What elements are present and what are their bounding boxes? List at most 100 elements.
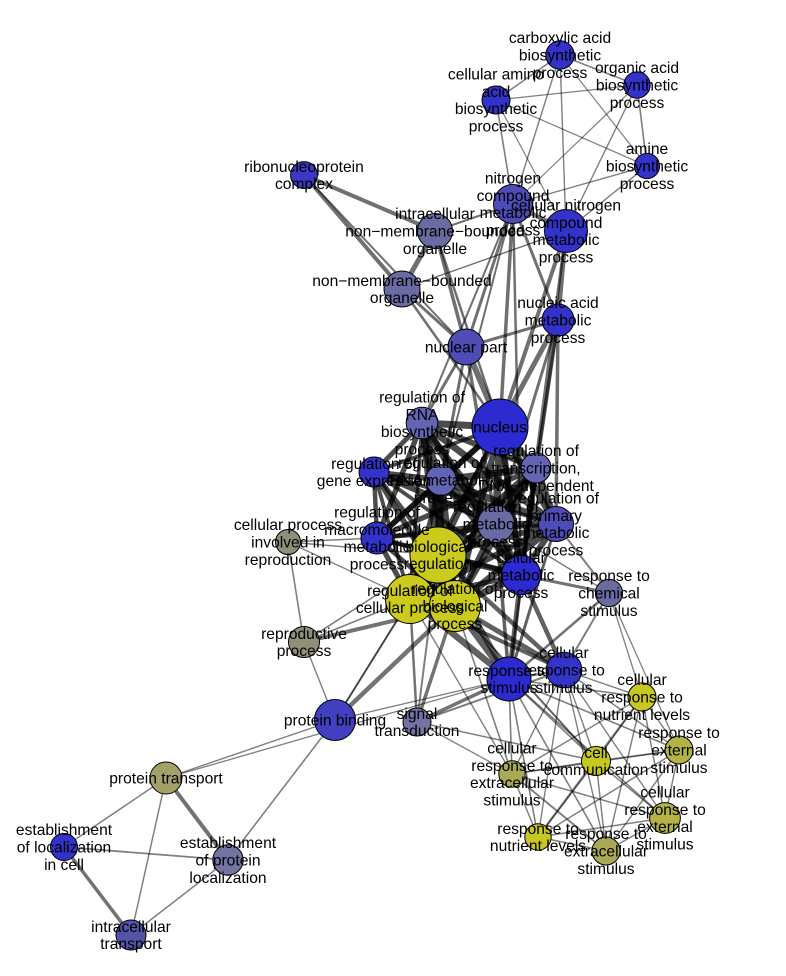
- svg-text:regulation of: regulation of: [513, 490, 599, 507]
- svg-text:stimulus: stimulus: [650, 760, 707, 777]
- svg-text:extracellular: extracellular: [564, 844, 648, 861]
- svg-text:response to: response to: [468, 663, 550, 680]
- svg-text:metabolic: metabolic: [344, 539, 411, 556]
- svg-text:regulation of: regulation of: [453, 499, 539, 516]
- svg-text:regulation of: regulation of: [398, 455, 484, 472]
- svg-text:cellular amino: cellular amino: [448, 66, 545, 83]
- svg-text:cellular: cellular: [640, 784, 689, 801]
- svg-text:extracellular: extracellular: [470, 775, 554, 792]
- svg-text:acid: acid: [482, 84, 511, 101]
- svg-text:RNA: RNA: [406, 407, 440, 424]
- svg-text:process: process: [494, 585, 549, 602]
- svg-text:nutrient levels: nutrient levels: [490, 838, 586, 855]
- svg-text:stimulus: stimulus: [483, 793, 540, 810]
- svg-text:process: process: [350, 557, 405, 574]
- svg-text:localization: localization: [189, 870, 266, 887]
- svg-text:transduction: transduction: [375, 723, 460, 740]
- svg-text:reproductive: reproductive: [261, 626, 347, 643]
- svg-text:biosynthetic: biosynthetic: [596, 78, 679, 95]
- svg-text:intracellular: intracellular: [91, 919, 171, 936]
- svg-text:biological: biological: [422, 599, 487, 616]
- svg-text:process: process: [620, 176, 675, 193]
- svg-text:cellular: cellular: [487, 740, 536, 757]
- svg-text:compound: compound: [530, 215, 603, 232]
- svg-text:process: process: [486, 223, 541, 240]
- svg-text:organelle: organelle: [403, 241, 467, 258]
- svg-text:metabolic: metabolic: [480, 205, 547, 222]
- svg-text:organic acid: organic acid: [595, 60, 679, 77]
- svg-text:biosynthetic: biosynthetic: [606, 159, 689, 176]
- svg-text:metabolic: metabolic: [488, 568, 555, 585]
- svg-text:chemical: chemical: [578, 586, 640, 603]
- svg-text:regulation of: regulation of: [493, 443, 579, 460]
- svg-text:stimulus: stimulus: [535, 680, 592, 697]
- svg-text:of localization: of localization: [17, 840, 111, 857]
- svg-text:process: process: [277, 643, 332, 660]
- svg-text:cellular nitrogen: cellular nitrogen: [511, 197, 621, 214]
- svg-text:metabolic: metabolic: [463, 517, 530, 534]
- svg-text:complex: complex: [275, 176, 333, 193]
- svg-text:protein binding: protein binding: [284, 713, 386, 730]
- svg-text:transport: transport: [100, 936, 162, 953]
- svg-text:amine: amine: [626, 141, 668, 158]
- svg-text:process: process: [469, 534, 524, 551]
- svg-text:response to: response to: [568, 568, 650, 585]
- svg-text:gene expression: gene expression: [317, 473, 431, 490]
- svg-text:response to: response to: [471, 758, 553, 775]
- svg-text:stimulus: stimulus: [580, 603, 637, 620]
- svg-text:response to: response to: [497, 821, 579, 838]
- svg-text:nucleus: nucleus: [473, 420, 527, 437]
- svg-text:response to: response to: [624, 802, 706, 819]
- svg-text:regulation of: regulation of: [379, 389, 465, 406]
- svg-text:cellular process: cellular process: [356, 600, 465, 617]
- svg-text:response to: response to: [638, 725, 720, 742]
- svg-text:biological: biological: [405, 539, 470, 556]
- svg-text:process: process: [531, 330, 586, 347]
- svg-text:stimulus: stimulus: [636, 837, 693, 854]
- svg-text:regulation of: regulation of: [367, 583, 453, 600]
- svg-text:external: external: [651, 743, 706, 760]
- svg-text:non−membrane−bounded: non−membrane−bounded: [312, 273, 491, 290]
- svg-text:metabolic: metabolic: [525, 313, 592, 330]
- svg-text:ribonucleoprotein: ribonucleoprotein: [244, 159, 364, 176]
- svg-text:process: process: [414, 490, 469, 507]
- svg-text:regulation of: regulation of: [412, 581, 498, 598]
- svg-text:transcription,: transcription,: [491, 461, 580, 478]
- svg-text:cellular process: cellular process: [234, 517, 343, 534]
- svg-text:non−membrane−bounded: non−membrane−bounded: [345, 224, 524, 241]
- svg-text:response to: response to: [601, 690, 683, 707]
- svg-text:process: process: [539, 250, 594, 267]
- svg-text:biosynthetic: biosynthetic: [455, 101, 538, 118]
- svg-text:process: process: [428, 616, 483, 633]
- svg-text:DNA−dependent: DNA−dependent: [478, 478, 594, 495]
- svg-text:involved in: involved in: [251, 535, 325, 552]
- svg-text:intracellular: intracellular: [395, 206, 475, 223]
- svg-text:primary: primary: [530, 508, 582, 525]
- svg-text:process: process: [533, 65, 588, 82]
- svg-text:of protein: of protein: [195, 853, 260, 870]
- svg-text:communication: communication: [544, 762, 649, 779]
- svg-text:regulation of: regulation of: [334, 504, 420, 521]
- svg-text:cellular: cellular: [496, 550, 545, 567]
- svg-text:process: process: [529, 543, 584, 560]
- svg-text:stimulus: stimulus: [577, 861, 634, 878]
- svg-text:stimulus: stimulus: [480, 680, 537, 697]
- svg-text:protein transport: protein transport: [109, 771, 223, 788]
- svg-text:nuclear part: nuclear part: [425, 340, 508, 357]
- svg-text:RNA metabolic: RNA metabolic: [389, 473, 492, 490]
- svg-text:external: external: [637, 819, 692, 836]
- svg-text:process: process: [469, 119, 524, 136]
- svg-text:regulation: regulation: [404, 556, 473, 573]
- svg-text:response to: response to: [523, 663, 605, 680]
- svg-text:reproduction: reproduction: [245, 552, 332, 569]
- svg-text:biosynthetic: biosynthetic: [519, 48, 602, 65]
- svg-text:metabolic: metabolic: [523, 525, 590, 542]
- svg-text:process: process: [610, 95, 665, 112]
- svg-text:organelle: organelle: [370, 290, 434, 307]
- svg-text:cell: cell: [584, 745, 607, 762]
- svg-text:establishment: establishment: [16, 822, 113, 839]
- svg-text:regulation of: regulation of: [331, 456, 417, 473]
- svg-text:carboxylic acid: carboxylic acid: [509, 30, 611, 47]
- svg-text:establishment: establishment: [180, 835, 277, 852]
- svg-text:metabolic: metabolic: [533, 232, 600, 249]
